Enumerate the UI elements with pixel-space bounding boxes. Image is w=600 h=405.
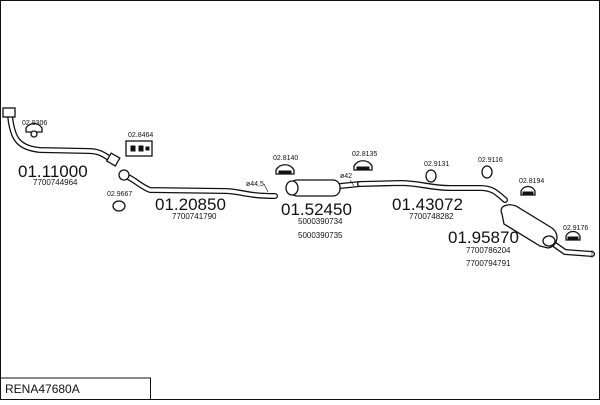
accessory-label: 02.9306 bbox=[22, 120, 47, 127]
accessory-label: 02.8140 bbox=[273, 155, 298, 162]
accessory-label: 02.9131 bbox=[424, 161, 449, 168]
oem-number: 7700741790 bbox=[172, 212, 217, 221]
front-pipe-drawing bbox=[2, 107, 121, 167]
accessory-label: 02.8194 bbox=[519, 178, 544, 185]
middle-silencer-end bbox=[285, 180, 299, 196]
rear-pipe-drawing bbox=[357, 180, 508, 203]
part-number: 01.11000 bbox=[18, 162, 88, 181]
accessory-label: 02.9667 bbox=[107, 191, 132, 198]
intermediate-pipe-drawing bbox=[118, 169, 278, 199]
bolt-icon bbox=[30, 130, 38, 138]
gasket-ring-icon bbox=[112, 200, 126, 212]
oem-number: 7700794791 bbox=[466, 259, 511, 268]
oem-number: 7700748282 bbox=[409, 212, 454, 221]
accessory-label: 02.9116 bbox=[478, 157, 503, 164]
rear-silencer-drawing bbox=[500, 204, 595, 258]
oem-number: 7700786204 bbox=[466, 246, 511, 255]
middle-silencer-drawing bbox=[285, 179, 363, 197]
reference-box: RENA47680A bbox=[0, 377, 151, 400]
accessory-label: 02.9176 bbox=[563, 225, 588, 232]
accessory-labels: 02.9306 02.8464 02.9667 02.8140 02.8135 … bbox=[22, 120, 588, 232]
reference-code: RENA47680A bbox=[5, 382, 80, 396]
front-pipe-end bbox=[105, 152, 121, 167]
rubber-mount-icon bbox=[425, 169, 437, 183]
rear-silencer-outlet bbox=[542, 235, 556, 247]
diameter-label: ø42 bbox=[340, 173, 352, 180]
intermediate-pipe-flange bbox=[118, 169, 130, 181]
part-number: 01.95870 bbox=[448, 228, 519, 247]
oem-number: 5000390735 bbox=[298, 231, 343, 240]
part-number: 01.43072 bbox=[392, 195, 463, 214]
diameter-markers: ø44,5 ø42 bbox=[246, 173, 355, 193]
rubber-mount-icon bbox=[481, 165, 493, 179]
accessory-icons bbox=[25, 122, 581, 241]
part-number: 01.20850 bbox=[155, 195, 226, 214]
part-labels: 01.11000 7700744964 01.20850 7700741790 … bbox=[18, 162, 519, 268]
front-pipe-flange bbox=[2, 107, 16, 118]
diameter-label: ø44,5 bbox=[246, 181, 264, 188]
oem-number: 7700744964 bbox=[33, 178, 78, 187]
clamp-icon bbox=[25, 122, 43, 133]
accessory-label: 02.8135 bbox=[352, 151, 377, 158]
oem-number: 5000390734 bbox=[298, 217, 343, 226]
rear-silencer-body bbox=[500, 204, 558, 249]
accessory-label: 02.8464 bbox=[128, 132, 153, 139]
part-number: 01.52450 bbox=[281, 200, 352, 219]
